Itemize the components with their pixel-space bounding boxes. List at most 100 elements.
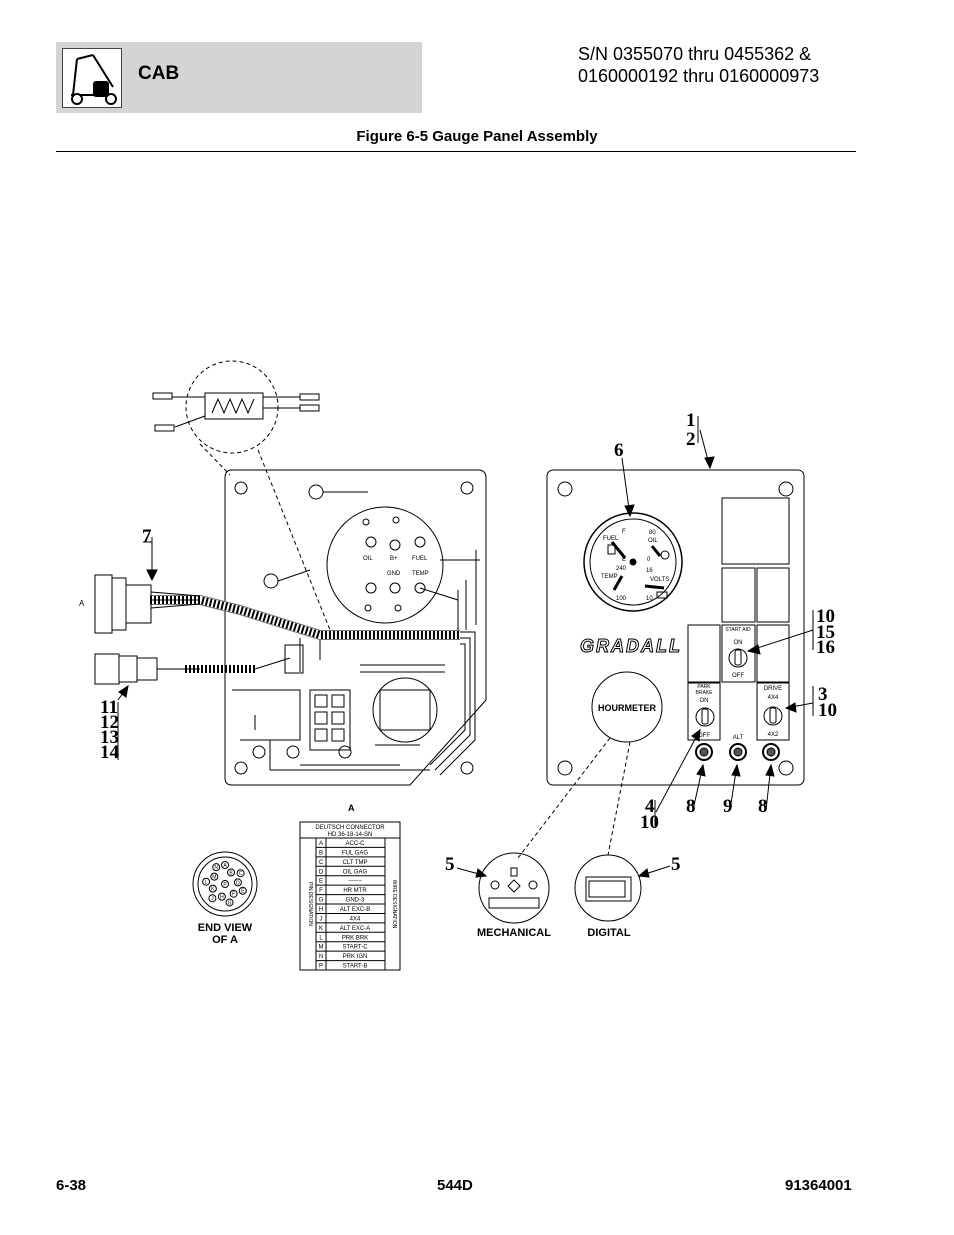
drive-plate [756,682,790,741]
end-view-pin-label: C [239,871,243,877]
gauge-fuel-label: FUEL [603,536,619,542]
figure-title: Figure 6-5 Gauge Panel Assembly [356,128,598,145]
table-wire-cell: OIL GAG [343,869,368,875]
table-pin-cell: C [319,860,324,866]
drive-title: DRIVE [764,686,782,692]
callout-8-right: 8 [758,796,768,817]
indicator-lamp-left [695,743,713,761]
end-view-pin [236,869,245,878]
page-number: 6-38 [56,1177,87,1194]
table-wire-cell: START-C [342,945,368,951]
table-wire-cell: PRK IGN [343,954,368,960]
rear-plate [224,469,487,786]
gauge-oil-label: OIL [648,538,658,544]
table-wire-cell: ------- [348,879,362,885]
end-view-pin [221,861,229,869]
model-number: 544D [437,1177,473,1194]
drive-toggle[interactable] [763,706,783,726]
blank-plate [687,624,721,683]
connector-11 [94,653,120,685]
end-view-pin-label: F [232,892,235,898]
rear-fuel-label: FUEL [412,556,428,562]
blank-plate [721,567,756,623]
callout-2: 2 [686,429,696,450]
callout-5-right: 5 [671,854,681,875]
detail-resistor-zigzag [211,397,255,415]
callout-3: 3 [818,684,828,705]
callout-16: 16 [816,637,835,658]
table-pin-cell: E [319,879,323,885]
table-pin-cell: M [319,945,324,951]
table-wire-cell: ALT EXC-B [340,907,370,913]
mount-hole [460,481,474,495]
start-aid-on: ON [734,640,743,646]
callout-10-top: 10 [816,606,835,627]
serial-line-1: S/N 0355070 thru 0455362 & [578,44,812,64]
drive-4x4: 4X4 [768,695,779,701]
machine-logo-icon [62,48,122,108]
rear-gnd-label: GND [387,571,401,577]
park-brake-on: ON [700,698,709,704]
end-view-pin-label: N [214,865,218,871]
end-view-pin [202,877,211,886]
connector-table [299,821,401,971]
alt-label: ALT [733,735,744,741]
gauge-fuel-e: E [622,557,626,563]
end-view-pin-label: L [205,880,208,886]
end-view-connector [192,851,258,917]
gauge-temp-label: TEMP [601,574,618,580]
table-wire-cell: HR MTR [343,888,367,894]
end-view-pin [233,878,242,887]
end-view-pin [217,892,226,901]
gauge-fuel-f: F [622,529,626,535]
indicator-lamp-right [762,743,780,761]
mount-hole [460,761,474,775]
park-brake-toggle[interactable] [695,707,715,727]
end-view-pin-label: P [223,882,227,888]
end-view-pin-label: M [212,875,216,881]
pin-designation-heading: PIN DESIGNATION [307,882,313,926]
callout-12: 12 [100,712,119,733]
park-brake-title-2: BRAKE [696,690,714,696]
serial-range: S/N 0355070 thru 0455362 & 0160000192 th… [578,43,819,87]
table-wire-cell: ACC-C [346,841,366,847]
hourmeter-front [591,671,663,743]
gauge-volts-16: 16 [646,568,653,574]
callout-15: 15 [816,622,835,643]
hourmeter-label: HOURMETER [598,703,656,713]
table-wire-cell: PRK BRK [342,935,368,941]
callout-5-left: 5 [445,854,455,875]
end-view-pin [227,868,236,877]
mechanical-hourmeter [478,852,550,924]
drive-4x2: 4X2 [768,732,779,738]
end-view-pin-label: E [241,889,245,895]
gauge-oil-80: 80 [649,530,656,536]
table-pin-cell: H [319,907,323,913]
callout-9: 9 [723,796,733,817]
mount-hole [234,761,248,775]
callout-6: 6 [614,440,624,461]
connector-a [94,574,113,634]
callout-7: 7 [142,526,152,547]
blank-plate [756,567,790,623]
callout-13: 13 [100,727,119,748]
park-brake-off: OFF [698,733,710,739]
table-wire-cell: START-B [343,964,368,970]
fuel-icon [607,544,616,555]
table-pin-cell: B [319,850,323,856]
header-rule [56,151,856,152]
start-aid-toggle[interactable] [728,648,748,668]
end-view-label-2: OF A [212,934,238,946]
battery-icon [656,591,668,599]
table-title-1: DEUTSCH CONNECTOR [315,825,385,831]
end-view-pin [229,889,238,898]
digital-label: DIGITAL [587,927,630,939]
callout-10-mid: 10 [818,700,837,721]
relay-block [309,689,351,751]
digital-hourmeter [574,854,642,922]
table-wire-cell: CLT TMP [342,860,367,866]
document-number: 91364001 [785,1177,852,1194]
blank-plate [721,497,790,565]
